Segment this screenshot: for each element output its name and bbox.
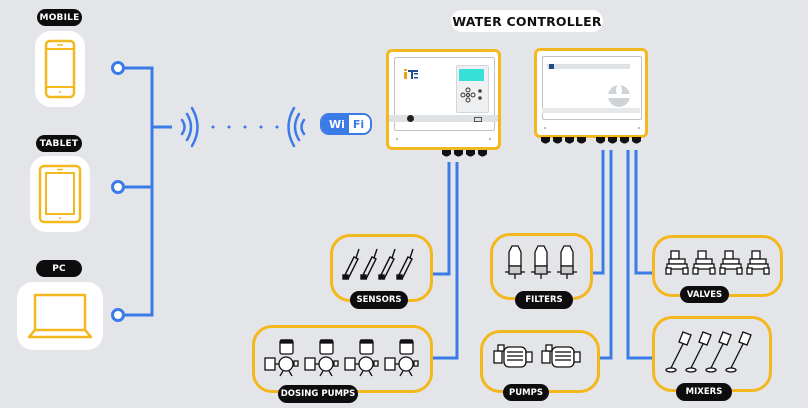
controller-2-strip [542,108,640,113]
mixers [665,331,752,373]
controller-1[interactable] [386,49,501,150]
valves [665,250,770,275]
wireless-dots [211,125,279,129]
controller-2-glands [541,137,641,144]
group-label-dosing-pumps: DOSING PUMPS [278,385,358,403]
connector-icon [474,117,482,122]
device-card-mobile[interactable] [35,31,85,107]
centrifugal-pump-icon [493,344,581,368]
tablet-connector [111,180,125,194]
group-label-sensors: SENSORS [350,291,408,309]
wifi-signal-right-icon [287,106,306,148]
wire-valves [634,150,652,275]
sensor-probes [342,248,414,280]
filter-icon [505,245,577,279]
device-card-tablet[interactable] [30,156,90,232]
keypad-icon [460,87,482,103]
smartphone-icon [44,39,76,99]
dosing-pumps [264,339,419,377]
dosing-pump-icon [264,339,419,377]
ite-logo [404,66,418,79]
sensor-probe-icon [342,248,414,280]
wire-pumps [600,150,613,360]
pc-connector [111,308,125,322]
group-label-pumps: PUMPS [503,384,549,401]
laptop-icon [27,293,93,339]
knob-icon [407,115,414,122]
diagram-title: WATER CONTROLLER [451,10,603,32]
controller-2-header-bar [547,64,630,69]
controller-1-glands [442,150,487,157]
wifi-badge-right: Fi [348,115,371,133]
device-label-tablet: TABLET [36,135,82,152]
wire-mixers [626,150,652,360]
ite-logo-small [549,64,554,69]
device-label-pc: PC [36,260,82,277]
wire-sensors [432,162,451,276]
wifi-signal-left-icon [180,106,199,148]
wifi-badge-left: Wi [322,115,349,133]
solenoid-valve-icon [665,250,770,275]
group-label-valves: VALVES [680,286,729,303]
tablet-icon [38,164,82,224]
device-card-pc[interactable] [17,282,103,350]
wifi-badge: Wi Fi [320,113,373,135]
wire-dosing-pumps [432,162,459,360]
mixer-icon [665,331,752,373]
device-bus-wire [124,66,154,317]
controller-1-strip [389,115,498,122]
mobile-connector [111,61,125,75]
device-label-mobile: MOBILE [37,9,82,26]
controller-1-panel [394,57,495,131]
pumps [493,344,581,368]
controller-2-panel [542,56,642,120]
group-label-mixers: MIXERS [676,383,732,401]
controller-2[interactable] [534,48,648,138]
controller-1-screen [459,69,484,81]
wire-filters [590,150,605,275]
water-drop-icon [608,82,630,107]
filters [505,245,577,279]
group-label-filters: FILTERS [515,291,573,309]
